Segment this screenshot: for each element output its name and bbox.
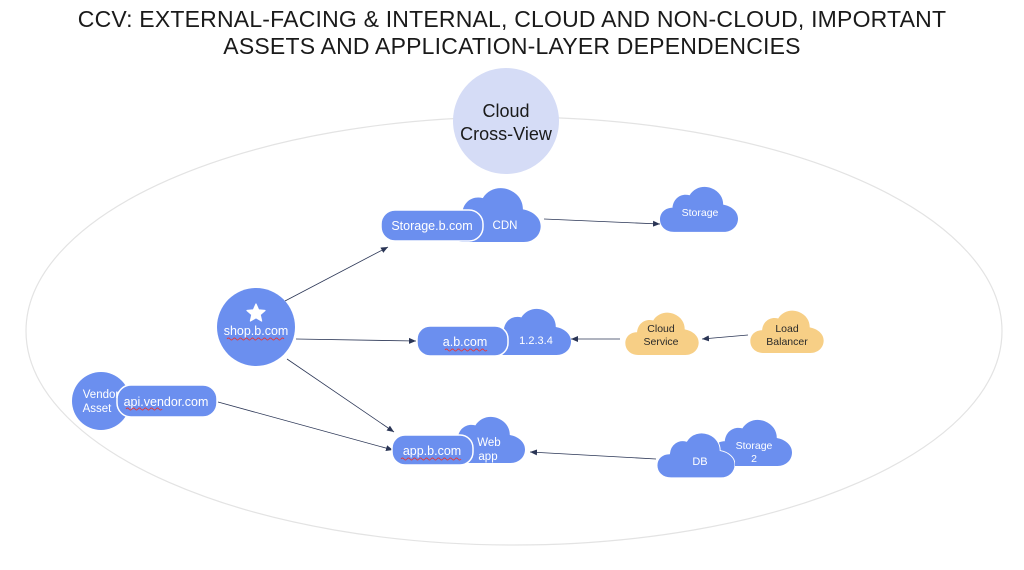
spellcheck-underline [444,348,488,352]
spellcheck-underline [400,457,462,461]
load-balancer-label-line-1: Load [775,323,799,335]
ip-label: 1.2.3.4 [519,335,553,347]
vendor-label-line-1: Vendor [83,389,120,401]
spellcheck-underline [226,337,285,341]
arrow-shop-to-ab [295,337,417,344]
storage2-label-line-2: 2 [751,453,757,465]
storage-label: Storage [682,207,719,219]
hub-label-line-2: Cross-View [460,124,553,144]
ab-domain-label: a.b.com [443,335,487,349]
arrow-db-to-webapp [529,449,657,460]
arrow-shop-to-webapp [286,358,395,433]
db-node: Storage 2 DB [657,419,792,478]
title-line-2: ASSETS AND APPLICATION-LAYER DEPENDENCIE… [223,33,801,59]
arrow-cdn-to-storage [543,218,661,227]
shop-domain-label: shop.b.com [224,324,289,338]
webapp-label-line-1: Web [477,437,500,449]
cloud-service-label-line-2: Service [643,336,678,348]
load-balancer-label-line-2: Balancer [766,336,808,348]
vendor-label-line-2: Asset [83,403,113,415]
title-line-1: CCV: EXTERNAL-FACING & INTERNAL, CLOUD A… [77,6,947,32]
app-domain-label: app.b.com [403,444,461,458]
arrow-loadbalancer-to-cloudservice [701,334,749,342]
cdn-label: CDN [493,220,518,232]
spellcheck-underline [125,407,163,411]
load-balancer-node: Load Balancer [750,310,824,353]
shop-node: shop.b.com [217,288,295,366]
arrow-vendor-to-webapp [217,401,394,452]
storage2-label-line-1: Storage [736,440,773,452]
vendor-domain-label: api.vendor.com [124,395,209,409]
dependency-arrows [217,218,749,460]
cloud-service-node: Cloud Service [625,312,699,355]
cloud-cross-view-hub: Cloud Cross-View [453,68,559,174]
storage-cloud-node: Storage [660,186,738,232]
diagram-title: CCV: EXTERNAL-FACING & INTERNAL, CLOUD A… [0,6,1024,60]
webapp-node: Web app app.b.com [391,416,525,466]
star-icon [246,303,266,322]
hub-label-line-1: Cloud [482,101,529,121]
vendor-asset-node: Vendor Asset api.vendor.com [72,372,218,430]
cdn-node: CDN Storage.b.com [380,188,541,242]
ab-node: 1.2.3.4 a.b.com [416,308,571,357]
storage-b-domain-label: Storage.b.com [391,219,472,233]
db-label: DB [692,456,707,468]
arrow-shop-to-cdn [284,246,389,302]
cloud-service-label-line-1: Cloud [647,323,675,335]
webapp-label-line-2: app [478,451,497,463]
